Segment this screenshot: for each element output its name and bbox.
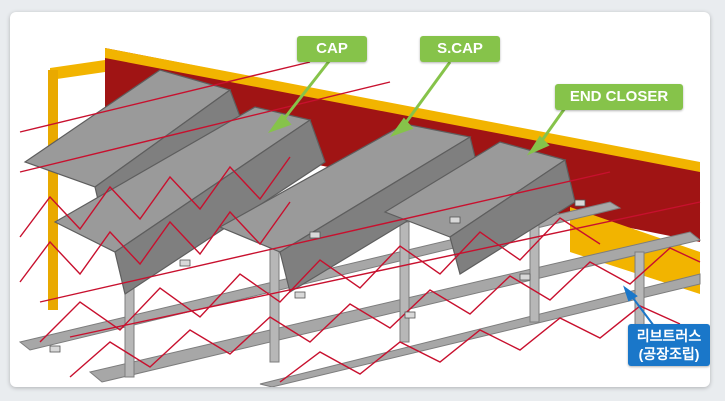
callout-leaders bbox=[268, 59, 567, 156]
edge-beam-top bbox=[105, 48, 700, 172]
left-frame bbox=[50, 60, 105, 80]
cap-callout: CAP bbox=[297, 36, 367, 62]
diagram-frame: CAP S.CAP END CLOSER 리브트러스 (공장조립) bbox=[10, 12, 710, 387]
scap-callout: S.CAP bbox=[420, 36, 500, 62]
rib-trusses bbox=[19, 61, 701, 383]
connector-plates bbox=[49, 199, 586, 353]
end-closer-callout: END CLOSER bbox=[555, 84, 683, 110]
rib-truss-callout: 리브트러스 (공장조립) bbox=[628, 324, 710, 366]
left-post bbox=[48, 70, 58, 310]
rib-truss-label: 리브트러스 bbox=[636, 328, 702, 344]
rib-truss-note: (공장조립) bbox=[638, 346, 700, 362]
structure-illustration bbox=[18, 48, 702, 387]
